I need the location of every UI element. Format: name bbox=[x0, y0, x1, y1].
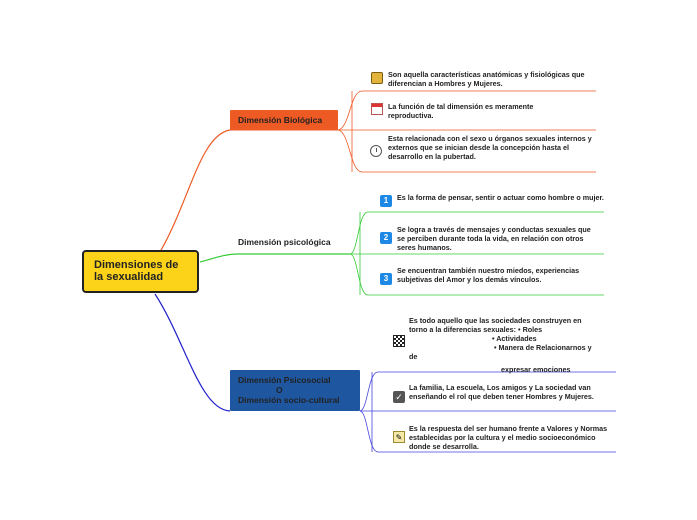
soc-leaf-3-text: Es la respuesta del ser humano frente a … bbox=[409, 424, 608, 451]
psi-leaf-1[interactable]: Es la forma de pensar, sentir o actuar c… bbox=[397, 193, 604, 202]
soc-leaf-1-line5: de bbox=[409, 352, 418, 361]
bio-leaf-3-line1: Esta relacionada con el sexo u órganos s… bbox=[388, 134, 592, 143]
link-bio-leaf3 bbox=[337, 129, 596, 173]
number-1-icon: 1 bbox=[380, 195, 392, 207]
branch-social-line1: Dimensión Psicosocial bbox=[238, 375, 331, 385]
bio-leaf-2[interactable]: La función de tal dimensión es meramente… bbox=[388, 102, 578, 120]
clock-icon bbox=[370, 145, 382, 157]
number-2-icon: 2 bbox=[380, 232, 392, 244]
bio-leaf-3[interactable]: Esta relacionada con el sexo u órganos s… bbox=[388, 134, 593, 161]
bio-leaf-3-line2: externos que se inician desde la concepc… bbox=[388, 143, 569, 161]
link-psi-leaf3 bbox=[349, 253, 604, 296]
bio-leaf-1[interactable]: Son aquella características anatómicas y… bbox=[388, 70, 593, 88]
bag-icon bbox=[371, 72, 383, 84]
psi-leaf-2-text: Se logra a través de mensajes y conducta… bbox=[397, 225, 591, 252]
link-soc-leaf3 bbox=[359, 410, 616, 453]
link-soc-leaf1 bbox=[359, 371, 616, 412]
psi-leaf-3-text: Se encuentran también nuestro miedos, ex… bbox=[397, 266, 580, 284]
central-topic-label: Dimensiones de la sexualidad bbox=[94, 259, 179, 283]
number-3-icon: 3 bbox=[380, 273, 392, 285]
soc-leaf-1-line6: expresar emociones bbox=[501, 365, 571, 374]
branch-biologica-label: Dimensión Biológica bbox=[238, 115, 323, 125]
soc-leaf-1-line3: • Actividades bbox=[492, 334, 537, 343]
branch-psicologica-label: Dimensión psicológica bbox=[238, 237, 331, 247]
psi-leaf-2[interactable]: Se logra a través de mensajes y conducta… bbox=[397, 225, 597, 252]
bio-leaf-2-text: La función de tal dimensión es meramente… bbox=[388, 102, 534, 120]
bio-leaf-1-text: Son aquella características anatómicas y… bbox=[388, 70, 585, 88]
branch-social-line3: Dimensión socio-cultural bbox=[238, 395, 340, 405]
soc-leaf-3[interactable]: Es la respuesta del ser humano frente a … bbox=[409, 424, 614, 451]
soc-leaf-2[interactable]: La familia, La escuela, Los amigos y La … bbox=[409, 383, 609, 401]
soc-leaf-1-line1: Es todo aquello que las sociedades const… bbox=[409, 316, 582, 325]
central-topic[interactable]: Dimensiones de la sexualidad bbox=[82, 250, 199, 293]
soc-leaf-1-line2: torno a la diferencias sexuales: • Roles bbox=[409, 325, 543, 334]
link-bio-leaf1 bbox=[337, 90, 596, 131]
link-psi-leaf1 bbox=[349, 211, 604, 255]
soc-leaf-1[interactable]: Es todo aquello que las sociedades const… bbox=[409, 316, 614, 374]
soc-leaf-2-text: La familia, La escuela, Los amigos y La … bbox=[409, 383, 594, 401]
branch-dimension-psicologica[interactable]: Dimensión psicológica bbox=[238, 237, 331, 247]
link-central-social bbox=[154, 293, 231, 412]
notepad-icon: ✎ bbox=[393, 431, 405, 443]
branch-social-line2: O bbox=[276, 385, 283, 395]
calendar-icon bbox=[371, 103, 383, 115]
branch-dimension-psicosocial[interactable]: Dimensión Psicosocial O Dimensión socio-… bbox=[230, 370, 360, 411]
link-central-psicologica bbox=[199, 253, 350, 263]
psi-leaf-1-text: Es la forma de pensar, sentir o actuar c… bbox=[397, 193, 604, 202]
psi-leaf-3[interactable]: Se encuentran también nuestro miedos, ex… bbox=[397, 266, 587, 284]
checkered-flag-icon bbox=[393, 335, 405, 347]
soc-leaf-1-line4: • Manera de Relacionarnos y bbox=[494, 343, 592, 352]
checkbox-icon: ✓ bbox=[393, 391, 405, 403]
link-central-biologica bbox=[159, 129, 231, 253]
branch-dimension-biologica[interactable]: Dimensión Biológica bbox=[230, 110, 338, 130]
